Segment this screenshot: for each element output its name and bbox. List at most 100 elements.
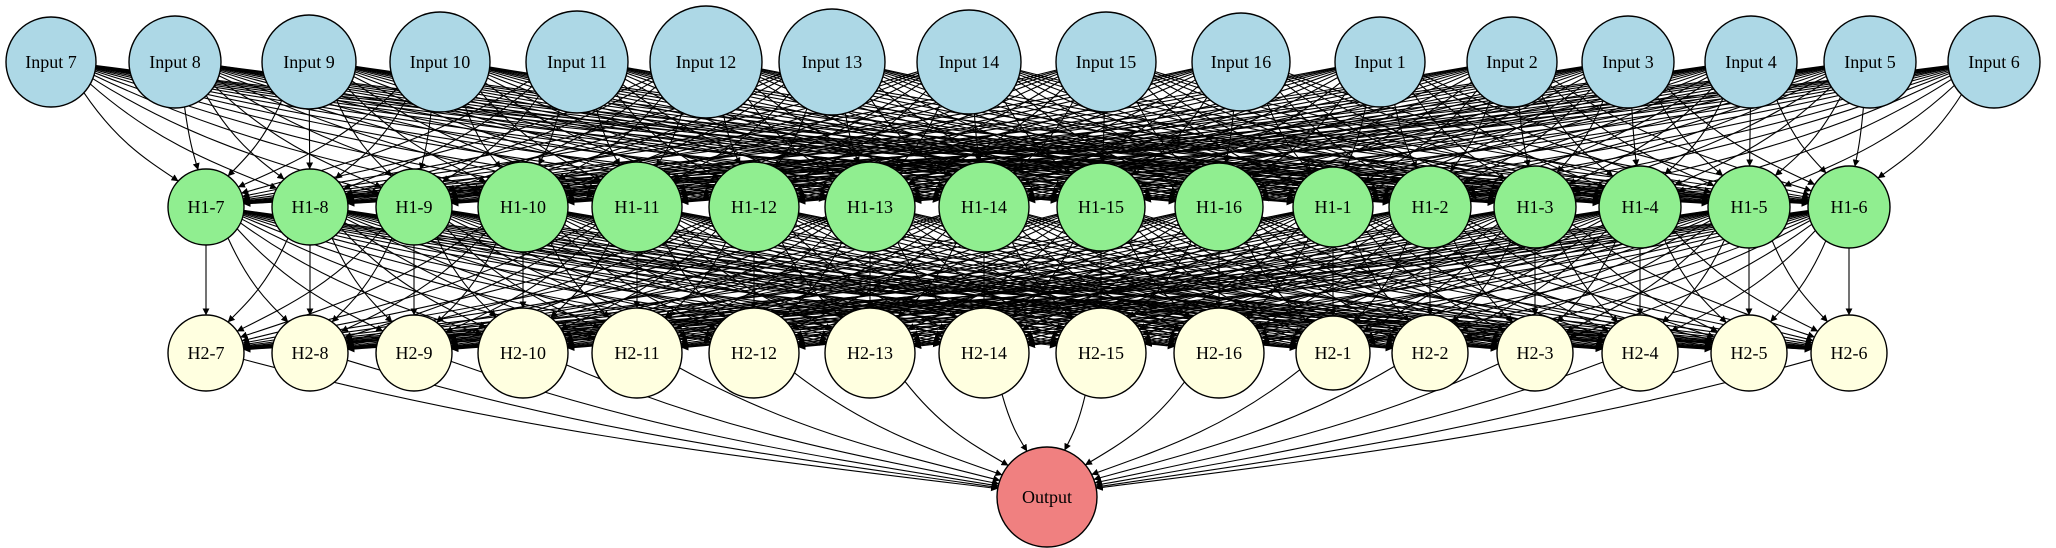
node-input-10: Input 10 [389,11,491,113]
input-node-label: Input 5 [1844,52,1896,72]
input-node-label: Input 9 [283,52,335,72]
hidden1-node-label: H1-16 [1196,197,1242,217]
node-h2-9: H2-9 [375,314,453,392]
hidden1-node-label: H1-7 [188,197,225,217]
input-node-label: Input 13 [802,52,863,72]
input-node-circle [649,5,763,119]
node-h1-5: H1-5 [1707,165,1791,249]
edge-input-2-to-h1-1 [1363,89,1478,183]
edge-h1-2-to-h2-16 [1255,229,1397,328]
hidden1-node-circle [824,161,916,253]
hidden1-node-label: H1-6 [1831,197,1868,217]
edge-input-11-to-h1-7 [241,80,530,195]
edge-input-10-to-h1-7 [237,87,398,188]
hidden1-node-label: H1-11 [614,197,659,217]
node-h2-11: H2-11 [591,307,683,399]
edge-h1-5-to-h2-2 [1464,223,1713,339]
edge-input-8-to-h1-7 [184,106,200,171]
hidden1-node-circle [167,168,245,246]
edge-input-5-to-h1-3 [1572,79,1829,193]
edge-h1-5-to-h2-3 [1566,229,1716,333]
edge-h1-5-to-h2-13 [914,213,1709,349]
edge-h1-4-to-h2-2 [1460,230,1607,332]
edge-h2-16-to-output [1084,381,1185,466]
input-node-label: Input 10 [410,52,471,72]
edge-input-8-to-h1-9 [213,85,382,188]
hidden1-node-circle [1493,165,1577,249]
input-node-circle [1191,12,1291,112]
node-h2-14: H2-14 [938,307,1030,399]
edge-input-11-to-h1-9 [442,95,540,183]
edge-input-10-to-h1-8 [335,98,408,180]
edge-input-7-to-h1-8 [89,83,278,190]
edge-input-5-to-h1-14 [1028,68,1825,203]
edge-input-10-to-h1-9 [418,111,432,170]
edge-h2-14-to-output [1001,394,1028,452]
edge-input-4-to-h1-5 [1746,107,1754,167]
edge-h1-15-to-h2-1 [1137,230,1303,334]
hidden1-node-label: H1-3 [1517,197,1554,217]
edge-h1-15-to-h2-2 [1140,224,1396,339]
edge-h1-4-to-h2-6 [1673,230,1819,332]
input-node-label: Input 11 [547,52,607,72]
hidden1-node-circle [1056,162,1146,252]
node-input-6: Input 6 [1947,15,2041,109]
hidden2-node-label: H2-5 [1731,343,1768,363]
edge-h2-11-to-output [679,367,1001,483]
edge-h2-6-to-output [1095,359,1812,491]
hidden1-node-circle [1707,165,1791,249]
input-node-label: Input 12 [676,52,737,72]
input-node-label: Input 16 [1211,52,1272,72]
hidden1-node-circle [375,168,453,246]
hidden2-node-circle [1295,315,1371,391]
node-h1-15: H1-15 [1056,162,1146,252]
edge-input-6-to-h1-9 [451,65,1949,207]
edge-h2-5-to-output [1095,360,1712,490]
hidden1-node-label: H1-9 [396,197,433,217]
edge-input-8-to-h1-8 [205,95,285,180]
edge-input-11-to-h1-10 [538,109,560,166]
input-node-label: Input 2 [1486,52,1538,72]
edge-h1-6-to-h2-13 [914,212,1809,350]
edge-h1-11-to-h2-8 [344,224,597,339]
input-node-circle [916,9,1022,115]
hidden1-node-label: H1-8 [292,197,329,217]
edge-h1-9-to-h2-7 [236,228,384,332]
hidden2-node-circle [477,307,569,399]
node-input-7: Input 7 [5,16,97,108]
hidden1-node-label: H1-5 [1731,197,1768,217]
node-h1-16: H1-16 [1174,162,1264,252]
input-node-label: Input 8 [149,52,201,72]
edge-h1-6-to-h2-8 [347,210,1809,353]
node-h1-6: H1-6 [1807,165,1891,249]
edge-input-6-to-h1-6 [1877,94,1962,179]
input-node-circle [261,14,357,110]
hidden1-node-label: H1-4 [1622,197,1659,217]
edge-h1-14-to-h2-11 [678,224,943,337]
edge-input-9-to-h1-10 [347,88,487,183]
input-node-label: Input 6 [1968,52,2020,72]
edge-h2-15-to-output [1064,394,1086,451]
edge-h1-6-to-h2-4 [1670,230,1816,332]
node-h1-9: H1-9 [375,168,453,246]
hidden2-node-label: H2-6 [1831,343,1868,363]
hidden2-node-label: H2-8 [292,343,329,363]
edge-input-6-to-h1-15 [1144,68,1949,203]
edge-input-4-to-h1-7 [243,65,1706,207]
hidden2-node-circle [167,314,245,392]
hidden2-node-circle [271,314,349,392]
node-input-2: Input 2 [1466,16,1558,108]
edge-input-9-to-h1-9 [336,99,393,177]
node-h2-13: H2-13 [824,307,916,399]
edge-input-6-to-h1-14 [1028,67,1949,204]
input-node-circle [1947,15,2041,109]
hidden1-node-circle [1388,165,1472,249]
hidden2-node-label: H2-4 [1622,343,1659,363]
node-h2-16: H2-16 [1173,307,1265,399]
node-input-16: Input 16 [1191,12,1291,112]
input-node-circle [389,11,491,113]
hidden1-node-label: H1-14 [961,197,1007,217]
edge-h2-13-to-output [904,381,1009,466]
node-input-11: Input 11 [525,10,629,114]
hidden1-node-circle [1598,165,1682,249]
